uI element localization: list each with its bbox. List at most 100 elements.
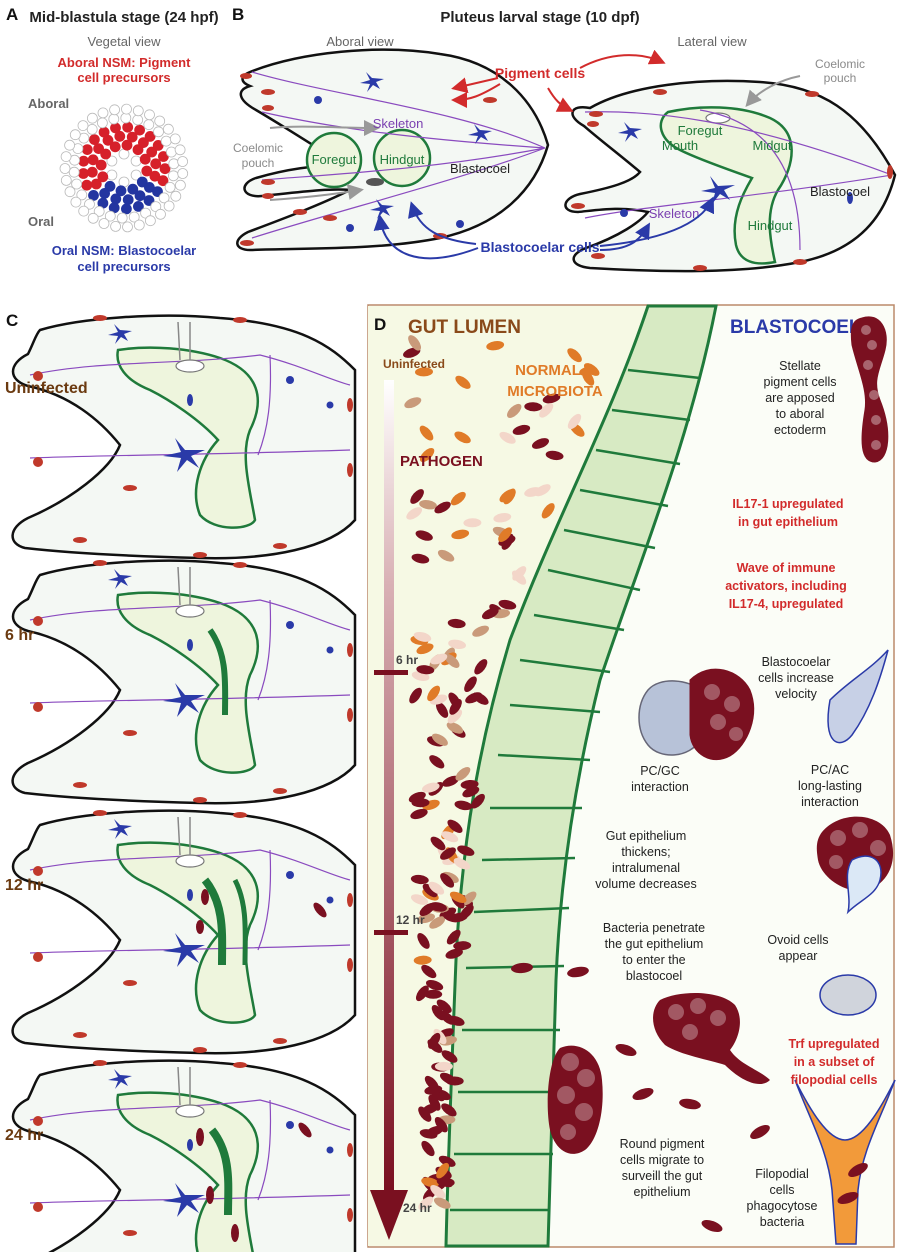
blastula-cell (132, 144, 144, 156)
bacterium (431, 1004, 445, 1021)
blastula-cell (69, 129, 81, 141)
bacterium (524, 402, 543, 412)
free-bacteria (511, 962, 770, 1233)
blastula-cell (143, 119, 155, 130)
larva-24hr (11, 1058, 357, 1252)
note-ovoid-1: Ovoid cells (767, 933, 828, 947)
note-stellate-4: to aboral (776, 407, 825, 421)
blastula-cell (163, 200, 175, 212)
blastula-cell (121, 103, 132, 115)
blastula-cell (132, 200, 144, 212)
blastula-cell (130, 155, 142, 167)
note-penetrate-3: to enter the (622, 953, 685, 967)
epithelium-cell-borders (450, 368, 701, 1212)
bacterium (442, 911, 460, 923)
bacterium (541, 503, 555, 519)
blastula-cell (177, 156, 189, 167)
blastula-cell (122, 194, 134, 206)
note-trf-1: Trf upregulated (789, 1037, 880, 1051)
bacterium (413, 955, 432, 965)
note-penetrate-1: Bacteria penetrate (603, 921, 705, 935)
bacterium (441, 1050, 458, 1063)
oral-label: Oral (28, 214, 54, 229)
bacterium (410, 808, 428, 820)
blastula-cell (144, 130, 156, 142)
note-ovoid-2: appear (779, 949, 818, 963)
blastula-cell (59, 163, 71, 174)
bacterium (445, 948, 463, 959)
bacterium (447, 618, 466, 629)
bacterium (539, 403, 554, 418)
bacterium (436, 1162, 450, 1179)
bacterium (449, 891, 467, 904)
bacterium (499, 431, 516, 444)
note-il17-1-line2: in gut epithelium (738, 515, 838, 529)
bacterium (450, 491, 466, 506)
blastula-cell (97, 107, 109, 119)
blastula-cell (104, 180, 116, 192)
bacterium (440, 873, 455, 888)
blastula-cell (153, 126, 164, 138)
note-penetrate-4: blastocoel (626, 969, 682, 983)
foregut-label-lateral: Foregut (678, 123, 723, 138)
hindgut-label-aboral: Hindgut (380, 152, 425, 167)
note-filopodial-2: cells (769, 1183, 794, 1197)
bacterium (534, 484, 551, 497)
bacterium (434, 1117, 448, 1133)
gut-lumen-label: GUT LUMEN (408, 317, 521, 338)
bacterium (416, 643, 434, 655)
blastula-cell (68, 166, 80, 178)
blastula-cell (78, 205, 90, 217)
blastocoel-label-aboral: Blastocoel (450, 161, 510, 176)
round-pigment-cells-gut (547, 1045, 603, 1154)
blastula-cell (128, 211, 140, 223)
bacterium (474, 659, 488, 675)
blastula-cell (157, 151, 169, 162)
bacterium (446, 929, 461, 945)
blastula-cell (87, 112, 98, 124)
filopodial-cell (794, 1079, 896, 1245)
panel-a: A Mid-blastula stage (24 hpf) Vegetal vi… (6, 5, 219, 274)
bacterium (498, 599, 517, 610)
note-thickens-4: volume decreases (595, 877, 696, 891)
blastula-cell (132, 114, 144, 126)
bacterium (449, 699, 462, 715)
blastula-cell (164, 181, 176, 193)
timeline-24hr: 24 hr (403, 1201, 432, 1215)
bacterium (403, 347, 421, 358)
bacterium (408, 791, 426, 803)
blastula-cell (90, 178, 102, 190)
note-round-3: surveill the gut (622, 1169, 703, 1183)
bacterium (410, 894, 429, 905)
bacterium (472, 625, 489, 637)
bacterium (430, 653, 448, 665)
bacterium (567, 413, 582, 430)
blastula-cell (104, 210, 116, 222)
epithelium-cell-border (547, 568, 641, 592)
c-label-6hr: 6 hr (5, 627, 34, 644)
bacterium (421, 964, 437, 979)
panel-label-a: A (6, 5, 18, 24)
bacterium (454, 800, 473, 811)
lateral-view-label: Lateral view (677, 34, 747, 49)
epithelium-cell-border (533, 613, 625, 632)
blastula-cell (86, 123, 98, 135)
hindgut-label-lateral: Hindgut (748, 218, 793, 233)
gut-epithelium (444, 304, 718, 1248)
bacterium (433, 1197, 451, 1209)
bacterium (435, 701, 449, 718)
blastula-cell (84, 198, 95, 210)
epithelium-cell-border (519, 658, 611, 674)
bacterium (453, 941, 472, 951)
blastula-diagram (59, 103, 189, 233)
epithelium-cell-border (595, 448, 681, 466)
foregut-label-aboral: Foregut (312, 152, 357, 167)
blastula-cell (93, 143, 104, 155)
note-filopodial-3: phagocytose (747, 1199, 818, 1213)
note-stellate-1: Stellate (779, 359, 821, 373)
pc-ac-cluster (816, 816, 894, 915)
blastula-cell (120, 112, 132, 124)
epithelium-cell-border (611, 408, 691, 422)
blastula-cell (122, 221, 133, 233)
coelomic-pouch-lateral-2: pouch (824, 71, 857, 85)
